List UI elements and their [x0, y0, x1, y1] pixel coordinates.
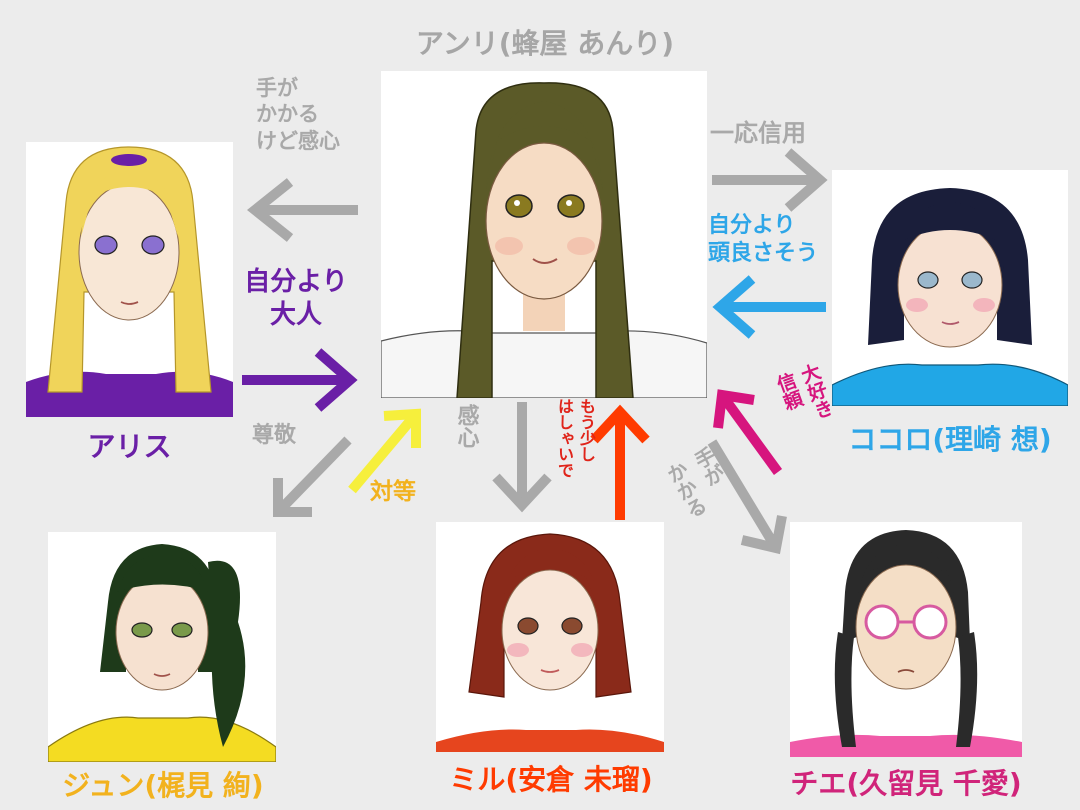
arrow-anri-to-chie — [707, 439, 787, 555]
label-anri-to-alice-line-2: かかる — [256, 102, 319, 127]
label-anri-to-kokoro-line-1: 一応信用 — [710, 119, 806, 147]
alice-name: アリス — [87, 430, 172, 463]
arrow-anri-to-jun — [273, 436, 352, 517]
label-anri-to-alice-line-3: けど感心 — [256, 128, 340, 153]
label-kokoro-to-anri: 自分より 頭良さそう — [708, 212, 818, 267]
arrow-kokoro-to-anri — [712, 275, 826, 339]
chie-name: チエ(久留見 千愛) — [790, 767, 1022, 800]
label-jun-to-anri: 対等 — [370, 479, 416, 505]
label-anri-to-miru: 感心 — [453, 404, 479, 448]
chie-illustration — [790, 530, 1022, 757]
anri-name: アンリ(蜂屋 あんり) — [415, 27, 675, 60]
label-miru-to-anri-col-1: もう少し — [577, 398, 596, 462]
arrow-alice-to-anri — [242, 348, 358, 412]
arrow-anri-to-alice — [246, 178, 358, 242]
kokoro-portrait — [832, 170, 1068, 406]
alice-portrait — [26, 142, 233, 417]
miru-illustration — [436, 533, 664, 752]
label-anri-to-jun: 尊敬 — [252, 423, 297, 448]
jun-illustration — [48, 544, 276, 762]
anri-portrait — [381, 71, 707, 398]
label-alice-to-anri: 自分より 大人 — [236, 266, 356, 331]
anri-illustration — [381, 82, 707, 398]
kokoro-name: ココロ(理崎 想) — [848, 423, 1052, 456]
label-alice-to-anri-line-1: 自分より — [244, 267, 348, 297]
arrow-anri-to-miru — [492, 402, 552, 513]
miru-portrait — [436, 522, 664, 752]
label-kokoro-to-anri-line-2: 頭良さそう — [708, 240, 819, 266]
alice-illustration — [26, 146, 233, 417]
label-miru-to-anri-col-2: はしゃいで — [555, 398, 574, 478]
arrow-miru-to-anri — [590, 404, 650, 520]
label-miru-to-anri: もう少し はしゃいで — [554, 398, 596, 478]
jun-name: ジュン(梶見 絢) — [62, 769, 264, 802]
arrow-anri-to-kokoro — [712, 148, 828, 212]
label-alice-to-anri-line-2: 大人 — [269, 299, 322, 330]
kokoro-illustration — [832, 188, 1068, 406]
label-anri-to-alice: 手が かかる けど感心 — [256, 75, 340, 154]
chie-portrait — [790, 522, 1022, 757]
label-anri-to-alice-line-1: 手が — [256, 76, 298, 100]
jun-portrait — [48, 532, 276, 762]
arrow-chie-to-anri — [713, 389, 783, 475]
label-kokoro-to-anri-line-1: 自分より — [708, 213, 796, 238]
arrow-jun-to-anri — [348, 408, 421, 494]
label-anri-to-kokoro: 一応信用 — [710, 118, 806, 148]
miru-name: ミル(安倉 未瑠) — [449, 763, 653, 796]
